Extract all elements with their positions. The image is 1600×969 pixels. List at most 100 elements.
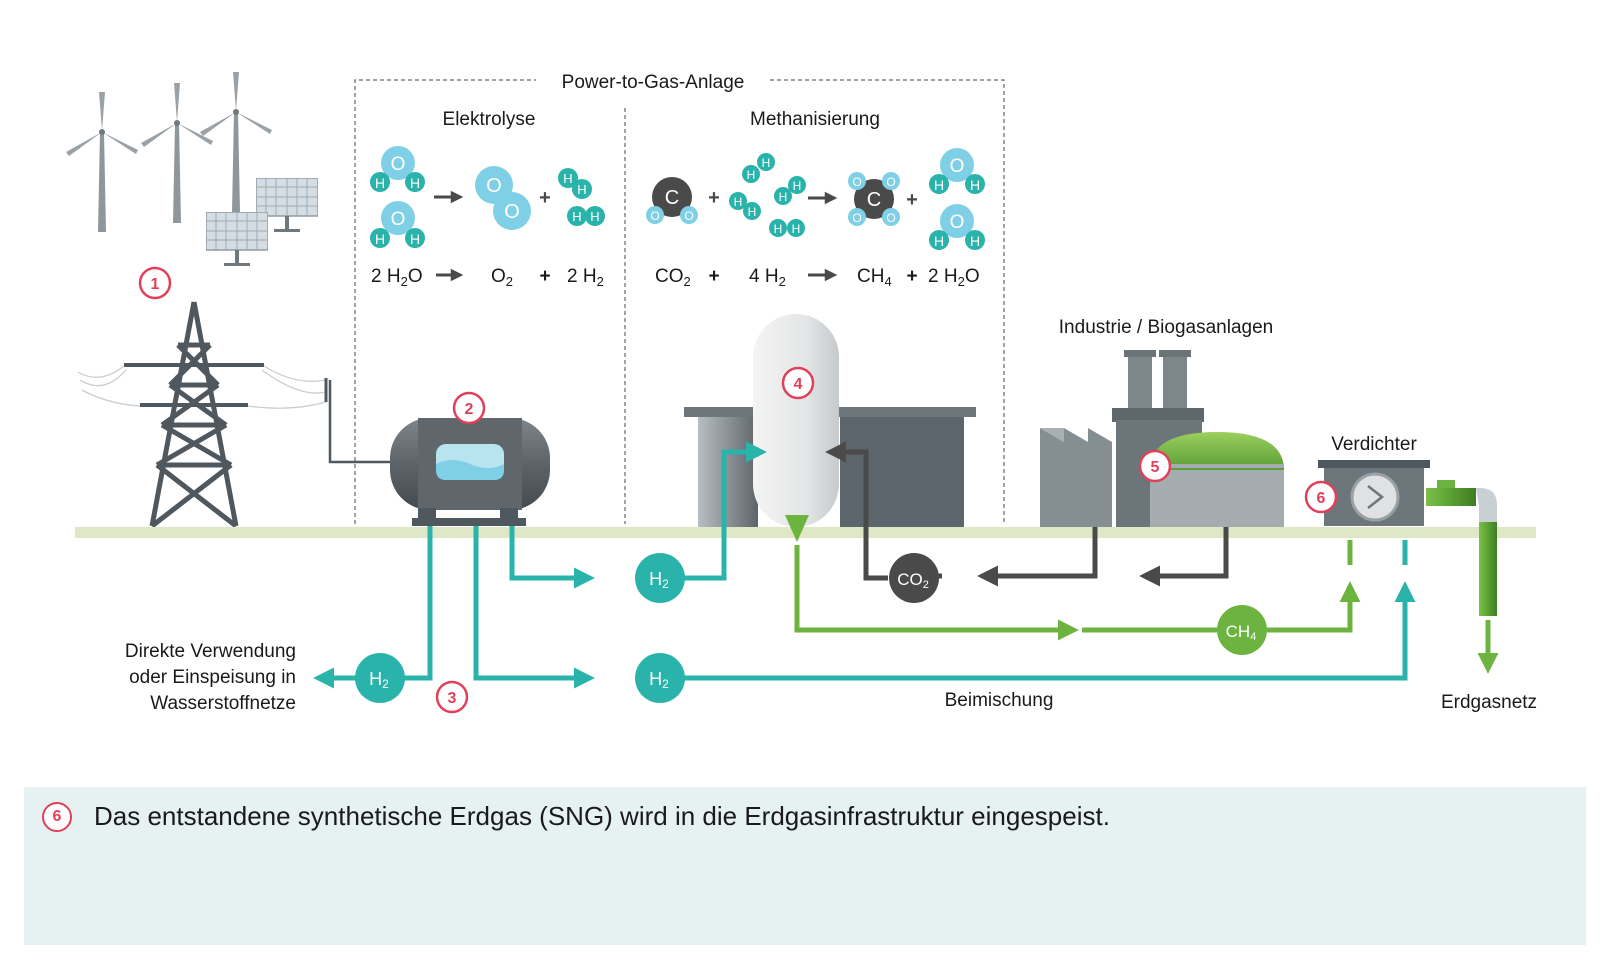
power-lines <box>77 365 327 409</box>
svg-text:CH4: CH4 <box>1226 622 1257 643</box>
co2-node: CO2 <box>889 553 939 603</box>
methane-outlet-arrow <box>785 515 809 542</box>
industry-label: Industrie / Biogasanlagen <box>1059 317 1273 338</box>
hydrogen-atom: H <box>774 222 783 236</box>
methanation-molecules: C O O + H H H H H H H H C O O O <box>646 148 985 250</box>
hydrogen-atom: H <box>734 195 743 209</box>
carbon-atom: C <box>665 187 679 209</box>
equation-term: 2 H2O <box>928 266 980 289</box>
electrolysis-molecules: O H H O H H O O + H H H H <box>370 146 605 248</box>
hydrogen-atom: H <box>934 233 944 249</box>
svg-text:1: 1 <box>151 276 160 293</box>
gas-grid-pipe <box>1426 480 1499 674</box>
equation-term: O2 <box>491 266 513 289</box>
hydrogen-atom: H <box>747 168 756 182</box>
hydrogen-atom: H <box>410 231 420 247</box>
water-molecule: O H H <box>929 148 985 194</box>
ch4-node: CH4 <box>1217 605 1267 655</box>
oxygen-atom: O <box>950 156 965 177</box>
solar-panel-icon <box>206 212 268 267</box>
equation-term: CH4 <box>857 266 892 289</box>
hydrogen-atom: H <box>970 233 980 249</box>
marker-1: 1 <box>138 266 172 300</box>
plus-sign: + <box>539 187 551 209</box>
oxygen-atom: O <box>650 209 659 223</box>
power-to-gas-frame: Power-to-Gas-Anlage Elektrolyse Methanis… <box>354 72 1005 524</box>
oxygen-atom: O <box>886 175 895 189</box>
methanation-title: Methanisierung <box>750 109 880 130</box>
plus-sign: + <box>906 266 917 287</box>
oxygen-atom: O <box>391 209 406 230</box>
h2-node: H2 <box>355 653 405 703</box>
gas-grid-label: Erdgasnetz <box>1441 692 1537 713</box>
frame-title: Power-to-Gas-Anlage <box>562 72 745 93</box>
svg-text:H2: H2 <box>649 569 669 591</box>
oxygen-atom: O <box>950 212 965 233</box>
oxygen-atom: O <box>886 211 895 225</box>
renewable-sources <box>66 72 318 267</box>
marker-3: 3 <box>435 680 469 714</box>
direct-use-label-line: Wasserstoffnetze <box>150 693 296 714</box>
methanation-building-icon <box>684 314 976 527</box>
hydrogen-atom: H <box>563 171 572 186</box>
hydrogen-atom: H <box>793 179 802 193</box>
oxygen-atom: O <box>684 209 693 223</box>
hydrogen-molecules: H H H H H H H H <box>729 153 806 237</box>
direct-use-label-line: oder Einspeisung in <box>129 667 296 688</box>
equation-term: 4 H2 <box>749 266 786 289</box>
hydrogen-atom: H <box>375 175 385 191</box>
equation-term: 2 H2O <box>371 266 423 289</box>
h2-node: H2 <box>635 653 685 703</box>
svg-text:3: 3 <box>448 690 457 707</box>
industry-biogas-icon <box>1040 350 1284 527</box>
equation-term: CO2 <box>655 266 691 289</box>
methane-molecule: C O O O O <box>848 172 900 226</box>
svg-text:H2: H2 <box>649 669 669 691</box>
hydrogen-atom: H <box>590 209 599 224</box>
hydrogen-atom: H <box>577 182 586 197</box>
equation-term: 2 H2 <box>567 266 604 289</box>
grid-connection <box>324 378 392 464</box>
water-molecule: O H H <box>370 146 425 192</box>
ground-line <box>75 527 1536 538</box>
plus-sign: + <box>539 266 550 287</box>
hydrogen-flow <box>313 441 1416 689</box>
marker-6: 6 <box>1304 480 1338 514</box>
caption-marker: 6 <box>42 802 72 832</box>
co2-molecule: C O O <box>646 177 698 224</box>
caption-box: 6 Das entstandene synthetische Erdgas (S… <box>24 787 1586 945</box>
wind-turbine-icon <box>66 92 138 232</box>
methanation-equation: CO2 + 4 H2 CH4 + 2 H2O <box>655 266 980 289</box>
hydrogen-molecules: H H H H <box>558 168 605 226</box>
carbon-atom: C <box>867 189 881 211</box>
hydrogen-atom: H <box>748 205 757 219</box>
oxygen-atom: O <box>391 154 406 175</box>
hydrogen-atom: H <box>410 175 420 191</box>
marker-2: 2 <box>452 391 486 425</box>
power-pylon-icon <box>124 301 264 528</box>
h2-node: H2 <box>635 553 685 603</box>
oxygen-atom: O <box>852 175 861 189</box>
admixture-label: Beimischung <box>945 690 1054 711</box>
electrolysis-title: Elektrolyse <box>443 109 536 130</box>
wind-turbine-icon <box>141 83 213 223</box>
marker-5: 5 <box>1138 449 1172 483</box>
water-molecule: O H H <box>929 204 985 250</box>
svg-text:CO2: CO2 <box>897 570 929 591</box>
electrolyser-tank-icon <box>390 418 550 526</box>
svg-text:4: 4 <box>794 376 803 393</box>
svg-text:5: 5 <box>1151 459 1160 476</box>
caption-text: Das entstandene synthetische Erdgas (SNG… <box>94 801 1110 831</box>
hydrogen-atom: H <box>762 156 771 170</box>
hydrogen-atom: H <box>792 222 801 236</box>
oxygen-atom: O <box>852 211 861 225</box>
hydrogen-atom: H <box>375 231 385 247</box>
oxygen-atom: O <box>504 201 520 223</box>
svg-text:6: 6 <box>1317 490 1326 507</box>
marker-4: 4 <box>781 366 815 400</box>
oxygen-atom: O <box>486 175 502 197</box>
hydrogen-atom: H <box>572 209 581 224</box>
oxygen-molecule: O O <box>475 166 531 230</box>
electrolysis-equation: 2 H2O O2 + 2 H2 <box>371 266 604 289</box>
